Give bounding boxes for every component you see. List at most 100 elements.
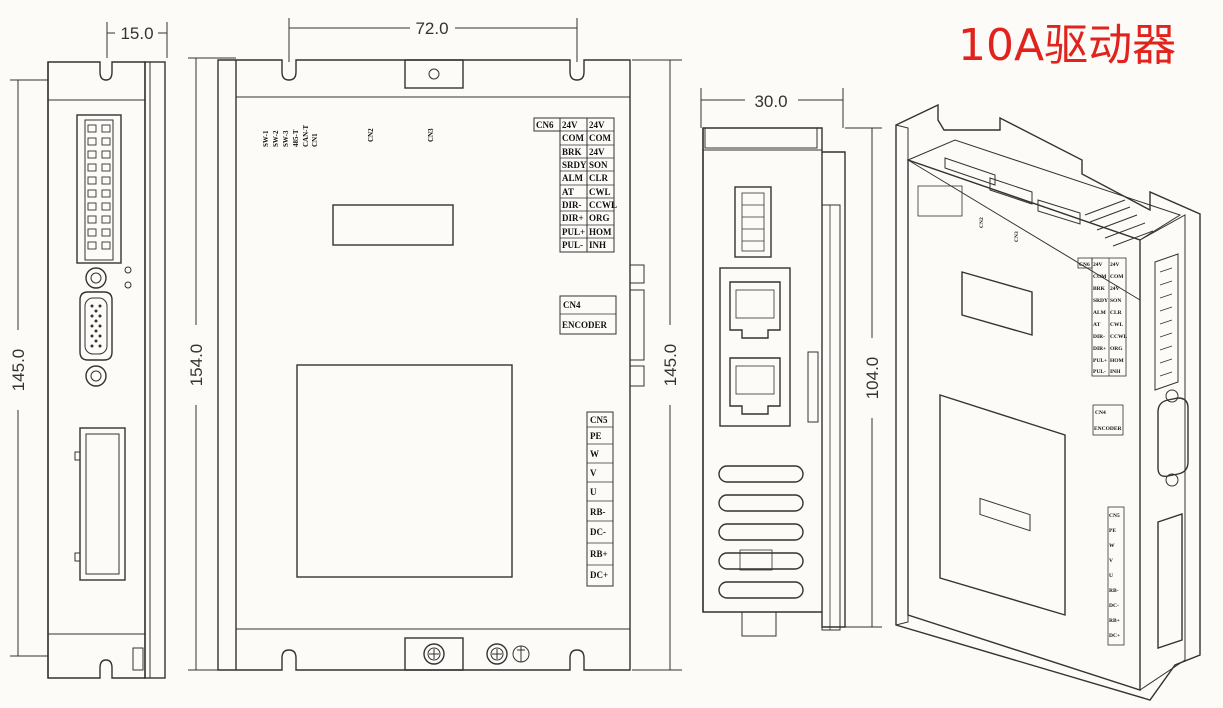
iso-cn6-right: 24V bbox=[1110, 286, 1120, 292]
end-small-connector bbox=[734, 186, 772, 258]
dim-side-height-text: 145.0 bbox=[9, 349, 28, 392]
cn6-left-pin: COM bbox=[562, 133, 585, 143]
cn5-pin: DC- bbox=[590, 527, 606, 537]
iso-cn6-right: SON bbox=[1110, 298, 1121, 304]
side-view: 15.0 145.0 bbox=[9, 22, 168, 679]
iso-cn6-right: HOM bbox=[1110, 358, 1125, 364]
iso-display bbox=[961, 271, 1033, 336]
iso-cn6-left: PUL- bbox=[1093, 369, 1106, 375]
iso-db15-connector bbox=[1157, 397, 1189, 478]
iso-cn5-pin: RB+ bbox=[1109, 618, 1120, 624]
end-view: 30.0 104.0 bbox=[700, 88, 882, 637]
dim-front-inner-height-text: 145.0 bbox=[661, 344, 680, 387]
cn5-pin: RB- bbox=[590, 507, 606, 517]
iso-cn4-label: CN4 bbox=[1095, 410, 1106, 416]
iso-cn2-label: CN2 bbox=[979, 217, 985, 228]
iso-cn6-left: DIR+ bbox=[1093, 346, 1106, 352]
iso-vent-slots bbox=[1084, 199, 1154, 247]
dim-front-inner-height: 145.0 bbox=[632, 59, 682, 671]
dip-label-485t: 485-T bbox=[292, 129, 300, 147]
dip-label-cant: CAN-T bbox=[302, 125, 310, 147]
side-power-terminal bbox=[79, 427, 126, 581]
drawing-title: 10A驱动器 bbox=[958, 20, 1177, 71]
iso-cn4-block bbox=[1092, 404, 1124, 436]
iso-cn6-right: CWL bbox=[1110, 322, 1123, 328]
cn6-right-pin: INH bbox=[589, 240, 606, 250]
front-label-area bbox=[296, 364, 513, 578]
iso-label-area bbox=[939, 394, 1066, 616]
side-body-outline bbox=[47, 61, 146, 679]
end-rj45-port-1 bbox=[729, 281, 781, 339]
cn5-pin: RB+ bbox=[590, 549, 608, 559]
cn6-table: CN6 24V COM BRK SRDY ALM AT DIR- DIR+ PU… bbox=[533, 117, 617, 253]
cn4-label: CN4 bbox=[563, 300, 581, 310]
dim-end-height-text: 104.0 bbox=[863, 357, 882, 400]
iso-cn6-left: ALM bbox=[1093, 310, 1107, 316]
cn6-left-pin: DIR- bbox=[562, 200, 582, 210]
cn5-pin: DC+ bbox=[590, 570, 608, 580]
front-bottom-tab bbox=[404, 637, 464, 671]
cn6-right-pin: HOM bbox=[589, 227, 612, 237]
iso-cn5-pin: DC+ bbox=[1109, 633, 1120, 639]
iso-rj45-1 bbox=[979, 497, 1031, 532]
cn6-left-pin: PUL- bbox=[562, 240, 583, 250]
iso-cn5-pin: V bbox=[1109, 558, 1113, 564]
iso-cn3-label: CN3 bbox=[1014, 231, 1020, 242]
cn6-left-pin: DIR+ bbox=[562, 213, 584, 223]
iso-cn5-pin: W bbox=[1109, 543, 1115, 549]
iso-cn6-left: 24V bbox=[1093, 262, 1103, 268]
iso-cn6-right: CLR bbox=[1110, 310, 1123, 316]
label-cn1: CN1 bbox=[311, 133, 319, 147]
iso-cn6-left: DIR- bbox=[1093, 334, 1105, 340]
iso-dip-area bbox=[917, 185, 963, 217]
iso-cn5-pin: PE bbox=[1109, 528, 1116, 534]
cn5-pin: CN5 bbox=[590, 415, 608, 425]
cn6-right-pin: CCWL bbox=[589, 200, 617, 210]
iso-body-outline bbox=[895, 103, 1201, 701]
cn5-pin: PE bbox=[590, 431, 602, 441]
front-view: 72.0 154.0 145.0 bbox=[187, 18, 682, 671]
cn6-right-pin: COM bbox=[589, 133, 612, 143]
side-heatsink bbox=[144, 61, 166, 679]
label-cn3: CN3 bbox=[427, 128, 435, 142]
cn6-right-pin: SON bbox=[589, 160, 608, 170]
cn6-left-pin: PUL+ bbox=[562, 227, 585, 237]
iso-cn4-sub: ENCODER bbox=[1094, 426, 1123, 432]
iso-cn5-pin: DC- bbox=[1109, 603, 1119, 609]
cn6-left-pin: AT bbox=[562, 187, 574, 197]
iso-cn6-right: ORG bbox=[1110, 346, 1123, 352]
dim-front-width: 72.0 bbox=[288, 18, 578, 62]
dim-front-height-text: 154.0 bbox=[187, 344, 206, 387]
iso-cn6-left: SRDY bbox=[1093, 298, 1108, 304]
cn6-right-pin: ORG bbox=[589, 213, 610, 223]
iso-power-terminal bbox=[1157, 513, 1183, 649]
cn5-pin: U bbox=[590, 487, 597, 497]
dim-end-width-text: 30.0 bbox=[754, 92, 787, 111]
iso-cn5-table: CN5 PE W V U RB- DC- RB+ DC+ bbox=[1107, 506, 1125, 646]
iso-cn6-right: 24V bbox=[1110, 262, 1120, 268]
label-cn2: CN2 bbox=[367, 128, 375, 142]
cn5-pin: V bbox=[590, 468, 597, 478]
dim-side-width: 15.0 bbox=[106, 22, 168, 58]
iso-front-face bbox=[907, 159, 1141, 691]
cn6-right-pin: 24V bbox=[589, 120, 605, 130]
cn6-left-pin: SRDY bbox=[562, 160, 587, 170]
iso-cn5-pin: U bbox=[1109, 573, 1113, 579]
cn6-left-pin: BRK bbox=[562, 147, 582, 157]
side-terminal-strip bbox=[76, 114, 122, 264]
iso-cn6-left: PUL+ bbox=[1093, 358, 1107, 364]
iso-view: CN2 CN3 CN6 24V COM BRK SRDY ALM AT DIR-… bbox=[895, 103, 1201, 701]
iso-cn5-pin: CN5 bbox=[1109, 513, 1120, 519]
cn6-right-pin: CWL bbox=[589, 187, 611, 197]
dip-label-sw1: SW-1 bbox=[262, 130, 270, 147]
end-rj45-block bbox=[719, 267, 791, 427]
iso-cn6-table: CN6 24V COM BRK SRDY ALM AT DIR- DIR+ PU… bbox=[1077, 257, 1127, 377]
iso-cn6-right: INH bbox=[1110, 369, 1121, 375]
dim-side-width-text: 15.0 bbox=[120, 24, 153, 43]
iso-terminal-comb bbox=[1154, 253, 1179, 391]
cn4-encoder-block: CN4 ENCODER bbox=[559, 295, 617, 335]
iso-cn5-pin: RB- bbox=[1109, 588, 1119, 594]
cn4-sub: ENCODER bbox=[562, 320, 608, 330]
cn6-right-pin: 24V bbox=[589, 147, 605, 157]
iso-cn6-left: AT bbox=[1093, 322, 1101, 328]
